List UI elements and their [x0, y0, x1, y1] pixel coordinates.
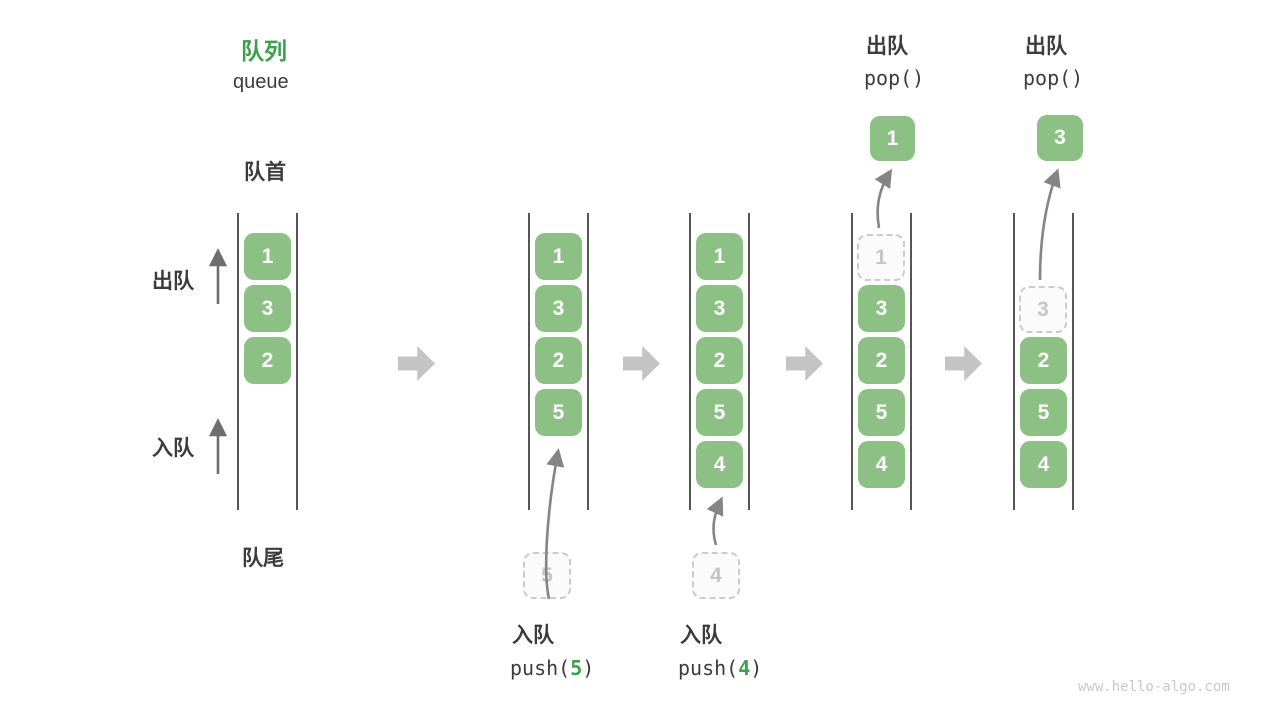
queue-item-box: 3	[244, 285, 291, 332]
queue-item-box: 2	[858, 337, 905, 384]
staged-item-box: 5	[523, 552, 571, 599]
queue-item-box: 1	[535, 233, 582, 280]
code-pop-2: pop()	[1023, 66, 1084, 90]
label-dequeue-side: 出队	[152, 270, 194, 293]
code-close: )	[582, 656, 595, 680]
queue-item-box: 1	[696, 233, 743, 280]
label-enqueue-side: 入队	[152, 437, 194, 460]
queue-item-box: 1	[244, 233, 291, 280]
code-arg: 4	[738, 656, 751, 680]
queue-item-box: 3	[535, 285, 582, 332]
popped-item-box: 3	[1037, 115, 1083, 161]
code-push-4: push(4)	[678, 656, 762, 680]
removed-item-box: 3	[1019, 286, 1067, 333]
queue-item-box: 2	[535, 337, 582, 384]
queue-container-state1	[237, 213, 298, 510]
queue-container-state4	[851, 213, 912, 510]
queue-container-state2	[528, 213, 589, 510]
page-subtitle: queue	[233, 71, 289, 93]
page-title: 队列	[241, 38, 287, 64]
label-queue-rear: 队尾	[242, 547, 284, 570]
queue-container-state3	[689, 213, 750, 510]
transition-arrow-icon	[786, 346, 823, 381]
queue-container-state5	[1013, 213, 1074, 510]
queue-item-box: 5	[858, 389, 905, 436]
queue-item-box: 3	[858, 285, 905, 332]
code-arg: 5	[570, 656, 583, 680]
code-fn: push(	[678, 656, 739, 680]
code-fn: push(	[510, 656, 571, 680]
transition-arrow-icon	[398, 346, 435, 381]
queue-item-box: 3	[696, 285, 743, 332]
removed-item-box: 1	[857, 234, 905, 281]
queue-item-box: 4	[696, 441, 743, 488]
label-enqueue-op2: 入队	[680, 624, 722, 647]
queue-item-box: 2	[1020, 337, 1067, 384]
queue-item-box: 5	[1020, 389, 1067, 436]
queue-item-box: 5	[696, 389, 743, 436]
popped-item-box: 1	[870, 116, 915, 161]
staged-item-box: 4	[692, 552, 740, 599]
label-dequeue-op1: 出队	[866, 35, 908, 58]
label-queue-front: 队首	[244, 161, 286, 184]
label-dequeue-op2: 出队	[1025, 35, 1067, 58]
queue-item-box: 4	[858, 441, 905, 488]
transition-arrow-icon	[623, 346, 660, 381]
code-push-5: push(5)	[510, 656, 594, 680]
transition-arrow-icon	[945, 346, 982, 381]
code-pop-1: pop()	[864, 66, 925, 90]
queue-item-box: 2	[696, 337, 743, 384]
queue-item-box: 4	[1020, 441, 1067, 488]
watermark: www.hello-algo.com	[1078, 679, 1230, 695]
label-enqueue-op1: 入队	[512, 624, 554, 647]
queue-item-box: 2	[244, 337, 291, 384]
code-close: )	[750, 656, 763, 680]
queue-item-box: 5	[535, 389, 582, 436]
